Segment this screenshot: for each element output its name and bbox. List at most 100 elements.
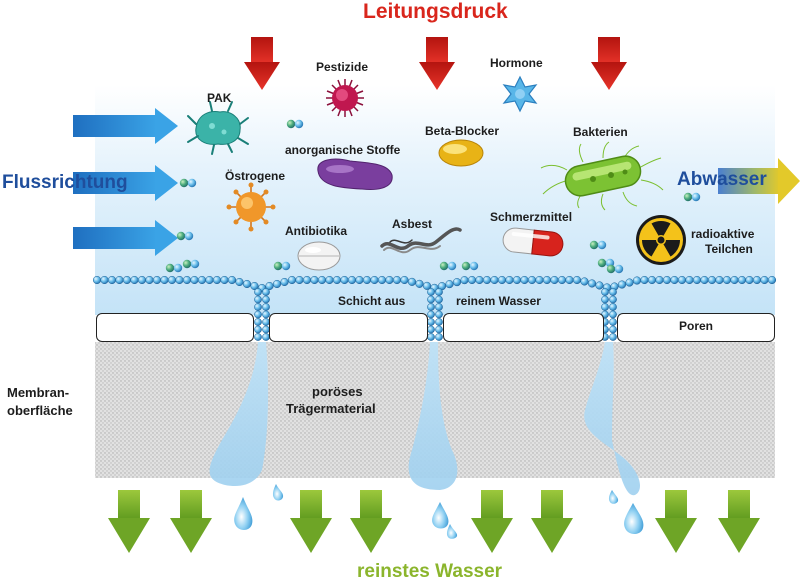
water-molecule bbox=[272, 279, 282, 289]
molecule-pair bbox=[165, 263, 183, 273]
molecule-pair bbox=[589, 240, 607, 250]
water-molecule bbox=[254, 318, 262, 326]
water-molecule bbox=[601, 303, 609, 311]
schmerzmittel-icon bbox=[502, 227, 564, 257]
water-molecule bbox=[262, 303, 270, 311]
water-molecule bbox=[427, 318, 435, 326]
molecule-pair bbox=[461, 261, 479, 271]
water-molecule bbox=[250, 281, 259, 291]
water-molecule bbox=[385, 275, 394, 285]
water-molecule bbox=[254, 295, 262, 304]
flow-arrow bbox=[73, 165, 178, 201]
water-molecule bbox=[760, 275, 769, 285]
water-molecule bbox=[625, 278, 634, 287]
water-layer-label-left: Schicht aus bbox=[338, 294, 406, 308]
water-stream-2 bbox=[408, 342, 458, 490]
water-molecule bbox=[325, 275, 334, 285]
water-molecule bbox=[692, 275, 702, 285]
water-molecule bbox=[601, 288, 609, 296]
water-molecule bbox=[730, 275, 739, 285]
water-molecule bbox=[527, 275, 537, 285]
clean-water-arrow bbox=[531, 490, 573, 553]
water-molecule bbox=[435, 333, 443, 341]
molecule-pair bbox=[182, 259, 200, 269]
water-molecule bbox=[242, 279, 252, 289]
outflow-arrow bbox=[718, 158, 800, 204]
pressure-title: Leitungsdruck bbox=[363, 0, 508, 23]
beta-blocker-label: Beta-Blocker bbox=[425, 124, 500, 138]
pressure-arrow bbox=[419, 37, 455, 90]
water-molecule bbox=[262, 288, 270, 296]
water-stream-1 bbox=[209, 342, 269, 487]
water-molecule bbox=[407, 277, 417, 286]
water-molecule bbox=[542, 275, 552, 285]
water-molecule bbox=[460, 276, 469, 285]
water-molecule bbox=[287, 275, 297, 285]
water-molecule bbox=[280, 277, 289, 287]
water-molecule bbox=[100, 275, 109, 285]
molecule-pair bbox=[683, 192, 701, 202]
beta-blocker-icon bbox=[438, 139, 484, 167]
water-molecule bbox=[609, 303, 617, 311]
molecule-pair bbox=[606, 264, 624, 274]
water-molecule bbox=[254, 325, 262, 334]
water-drop bbox=[624, 503, 644, 534]
asbest-icon bbox=[380, 227, 462, 254]
water-molecule bbox=[572, 275, 582, 285]
water-molecule bbox=[137, 275, 147, 285]
water-molecule bbox=[422, 281, 432, 290]
water-molecule bbox=[609, 325, 617, 334]
water-molecule bbox=[557, 275, 567, 285]
water-molecule bbox=[295, 275, 304, 285]
water-molecule bbox=[737, 275, 747, 285]
water-molecule bbox=[535, 275, 544, 285]
water-molecule bbox=[115, 275, 124, 285]
water-molecule bbox=[400, 275, 409, 285]
water-molecule bbox=[767, 275, 777, 285]
water-molecule bbox=[107, 275, 117, 285]
water-molecule bbox=[415, 279, 424, 288]
molecule-pair bbox=[273, 261, 291, 271]
water-molecule bbox=[262, 295, 270, 304]
porous-support-label-line2: Trägermaterial bbox=[286, 401, 376, 416]
water-molecule bbox=[340, 275, 349, 285]
membrane-segment bbox=[96, 313, 254, 342]
water-molecule bbox=[662, 275, 672, 285]
water-molecule bbox=[435, 310, 443, 319]
water-molecule bbox=[435, 288, 443, 296]
water-molecule bbox=[254, 333, 262, 341]
clean-water-arrow bbox=[108, 490, 150, 553]
water-molecule bbox=[220, 275, 229, 285]
water-molecule bbox=[632, 276, 642, 285]
water-molecule bbox=[317, 275, 327, 285]
water-molecule bbox=[182, 275, 192, 285]
anorganische-stoffe-label: anorganische Stoffe bbox=[285, 143, 401, 157]
water-molecule bbox=[609, 318, 617, 326]
membrane-surface-label-line1: Membran- bbox=[7, 385, 70, 400]
membrane-segment-pores: Poren bbox=[617, 313, 775, 342]
water-drop bbox=[272, 484, 284, 501]
water-molecule bbox=[167, 275, 177, 285]
clean-water-arrow bbox=[350, 490, 392, 553]
clean-water-arrow bbox=[290, 490, 332, 553]
molecule-pair bbox=[179, 178, 197, 188]
water-drop bbox=[608, 490, 619, 504]
water-molecule bbox=[205, 275, 214, 285]
water-molecule bbox=[475, 275, 484, 285]
water-molecule bbox=[427, 303, 435, 311]
water-molecule bbox=[617, 280, 627, 289]
water-molecule bbox=[467, 275, 477, 285]
water-molecule bbox=[482, 275, 492, 285]
water-molecule bbox=[707, 275, 717, 285]
anorganische-stoffe-icon bbox=[317, 158, 393, 190]
water-drop bbox=[446, 524, 458, 539]
clean-water-arrow bbox=[170, 490, 212, 553]
membrane-segment bbox=[269, 313, 428, 342]
water-molecule bbox=[752, 275, 762, 285]
water-molecule bbox=[452, 278, 462, 287]
radioactive-label-line1: radioaktive bbox=[691, 227, 755, 241]
water-molecule bbox=[609, 333, 617, 341]
water-molecule bbox=[212, 275, 222, 285]
